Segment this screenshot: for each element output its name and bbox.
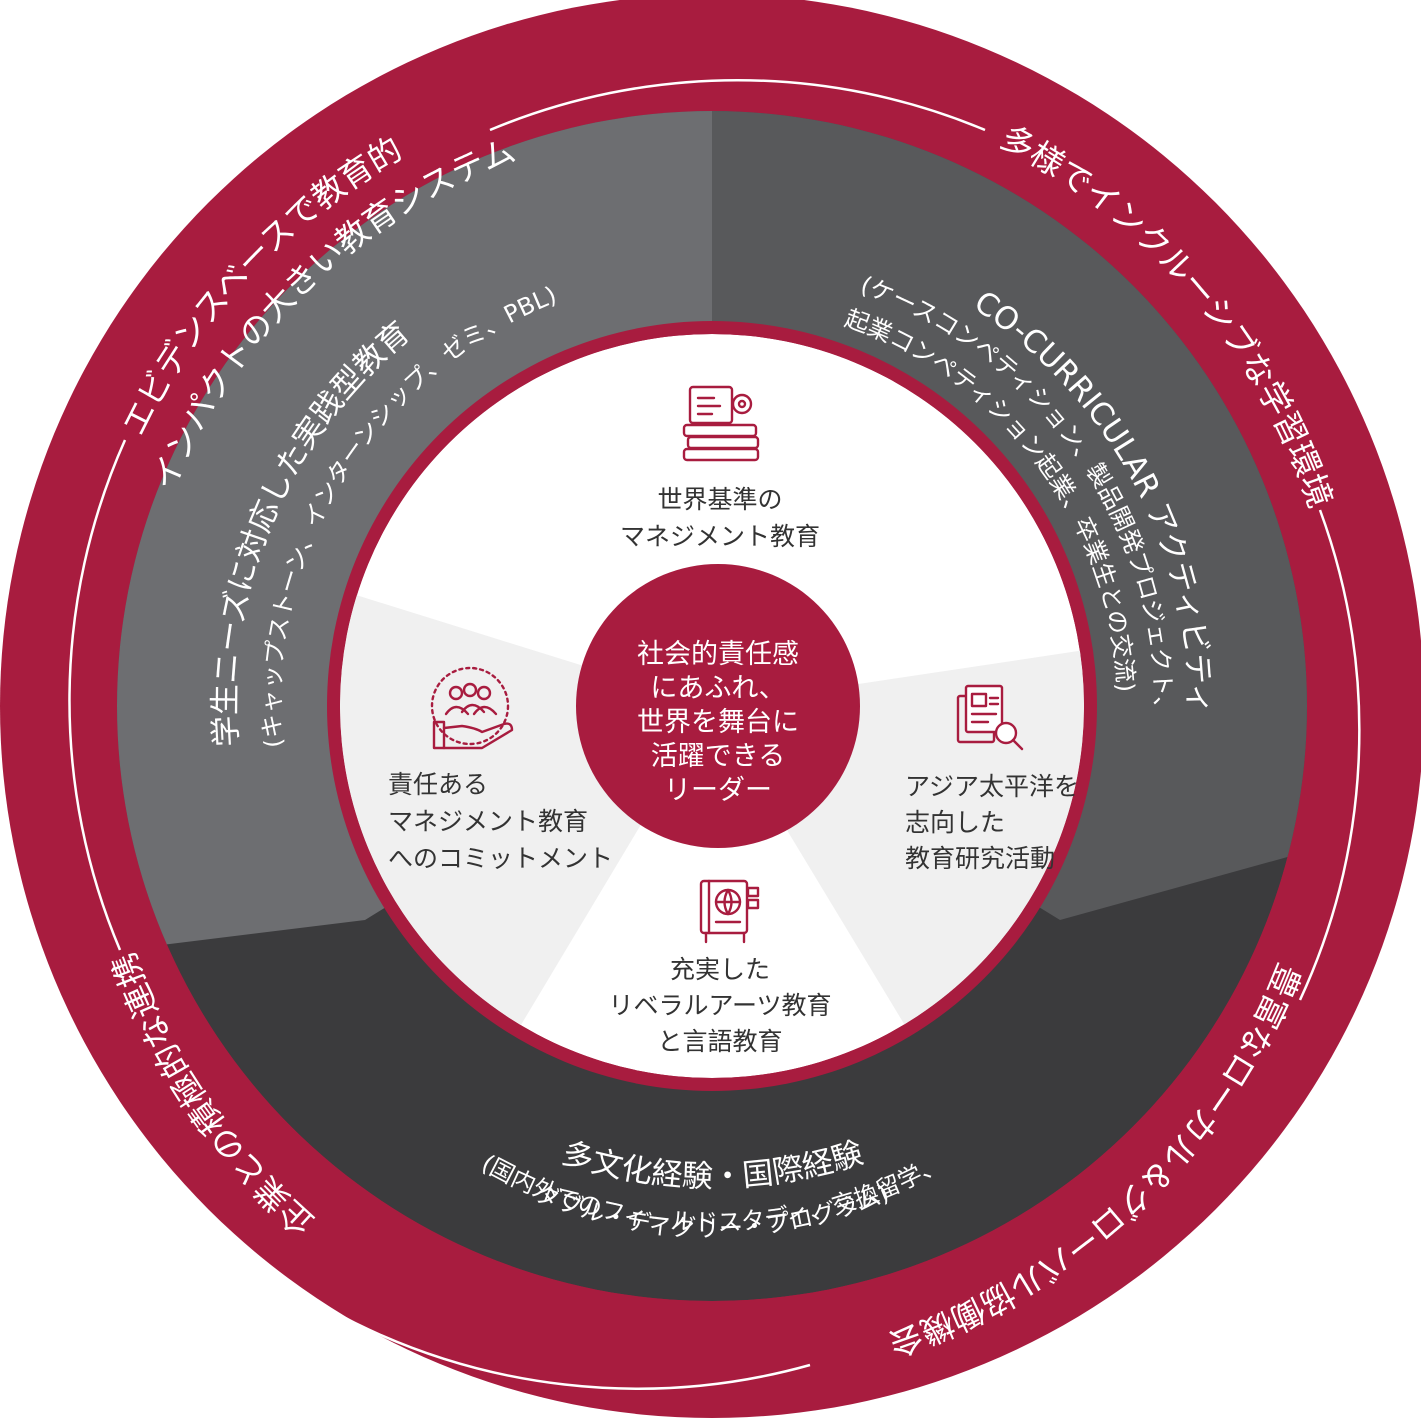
pillar-top-line2: マネジメント教育 (620, 522, 820, 551)
pillar-left-line2: マネジメント教育 (388, 807, 588, 836)
pillar-right-line2: 志向した (905, 808, 1005, 837)
pillar-top: 世界基準の マネジメント教育 (620, 385, 820, 551)
pillar-right: アジア太平洋を 志向した 教育研究活動 (905, 684, 1079, 873)
pillar-left-line3: へのコミットメント (388, 844, 613, 873)
pillar-bottom-line1: 充実した (670, 955, 770, 984)
pillar-top-line1: 世界基準の (657, 485, 782, 514)
pillar-bottom-line3: と言語教育 (657, 1027, 782, 1056)
center-line5: リーダー (664, 775, 772, 806)
center-line3: 世界を舞台に (637, 707, 799, 738)
hand-people-icon (430, 666, 514, 750)
pillar-right-line3: 教育研究活動 (905, 844, 1055, 873)
center-line1: 社会的責任感 (637, 639, 799, 670)
globe-book-icon (699, 879, 760, 944)
center-circle (576, 564, 860, 848)
center-line4: 活躍できる (651, 741, 785, 772)
center-line2: にあふれ、 (650, 673, 785, 704)
pillar-left-line1: 責任ある (388, 770, 488, 799)
pillar-left: 責任ある マネジメント教育 へのコミットメント (388, 666, 613, 873)
pillar-right-line1: アジア太平洋を (905, 772, 1079, 801)
outer-ring-dividers (68, 79, 1361, 1390)
document-search-icon (956, 684, 1024, 751)
pillar-bottom: 充実した リベラルアーツ教育 と言語教育 (608, 879, 832, 1056)
center-label: 社会的責任感 にあふれ、 世界を舞台に 活躍できる リーダー (637, 639, 799, 806)
pillar-bottom-line2: リベラルアーツ教育 (608, 991, 831, 1020)
books-gear-icon (682, 385, 760, 462)
